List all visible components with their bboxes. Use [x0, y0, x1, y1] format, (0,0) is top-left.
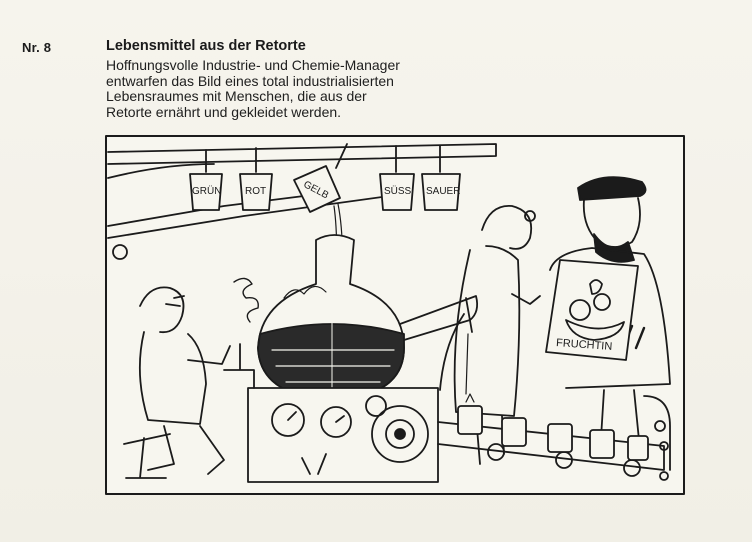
sign-text: FRUCHTIN [556, 337, 613, 353]
caption-text: Hoffnungsvolle Industrie- und Chemie-Man… [106, 57, 466, 120]
fruchtin-sign: FRUCHTIN [545, 259, 639, 361]
bucket-suess: SÜSS [379, 145, 415, 211]
bucket-gelb: GELB [293, 143, 348, 283]
overhead-rail [107, 143, 497, 260]
bucket-gruen: GRÜN [189, 149, 223, 211]
bucket-label: SÜSS [384, 185, 412, 197]
cartoon-illustration: GRÜN ROT GELB SÜSS SAU [104, 134, 686, 496]
conveyor-cans [457, 393, 649, 461]
caption-line: Lebensraumes mit Menschen, die aus der [106, 88, 367, 104]
bucket-rot: ROT [239, 147, 273, 211]
bucket-label: GRÜN [192, 185, 221, 197]
item-number: Nr. 8 [22, 40, 52, 55]
caption-line: Hoffnungsvolle Industrie- und Chemie-Man… [106, 57, 400, 73]
caption-line: Retorte ernährt und gekleidet werden. [106, 103, 342, 120]
bearded-man [549, 176, 671, 455]
caption-line: entwarfen das Bild eines total industria… [106, 72, 394, 89]
control-panel [247, 387, 439, 483]
bucket-label: ROT [245, 186, 266, 197]
bucket-sauer: SAUER [421, 145, 461, 211]
cartoon-svg: GRÜN ROT GELB SÜSS SAU [105, 135, 685, 495]
page-title: Lebensmittel aus der Retorte [106, 38, 306, 54]
seated-scientist [123, 286, 255, 479]
bucket-label: SAUER [426, 186, 460, 197]
